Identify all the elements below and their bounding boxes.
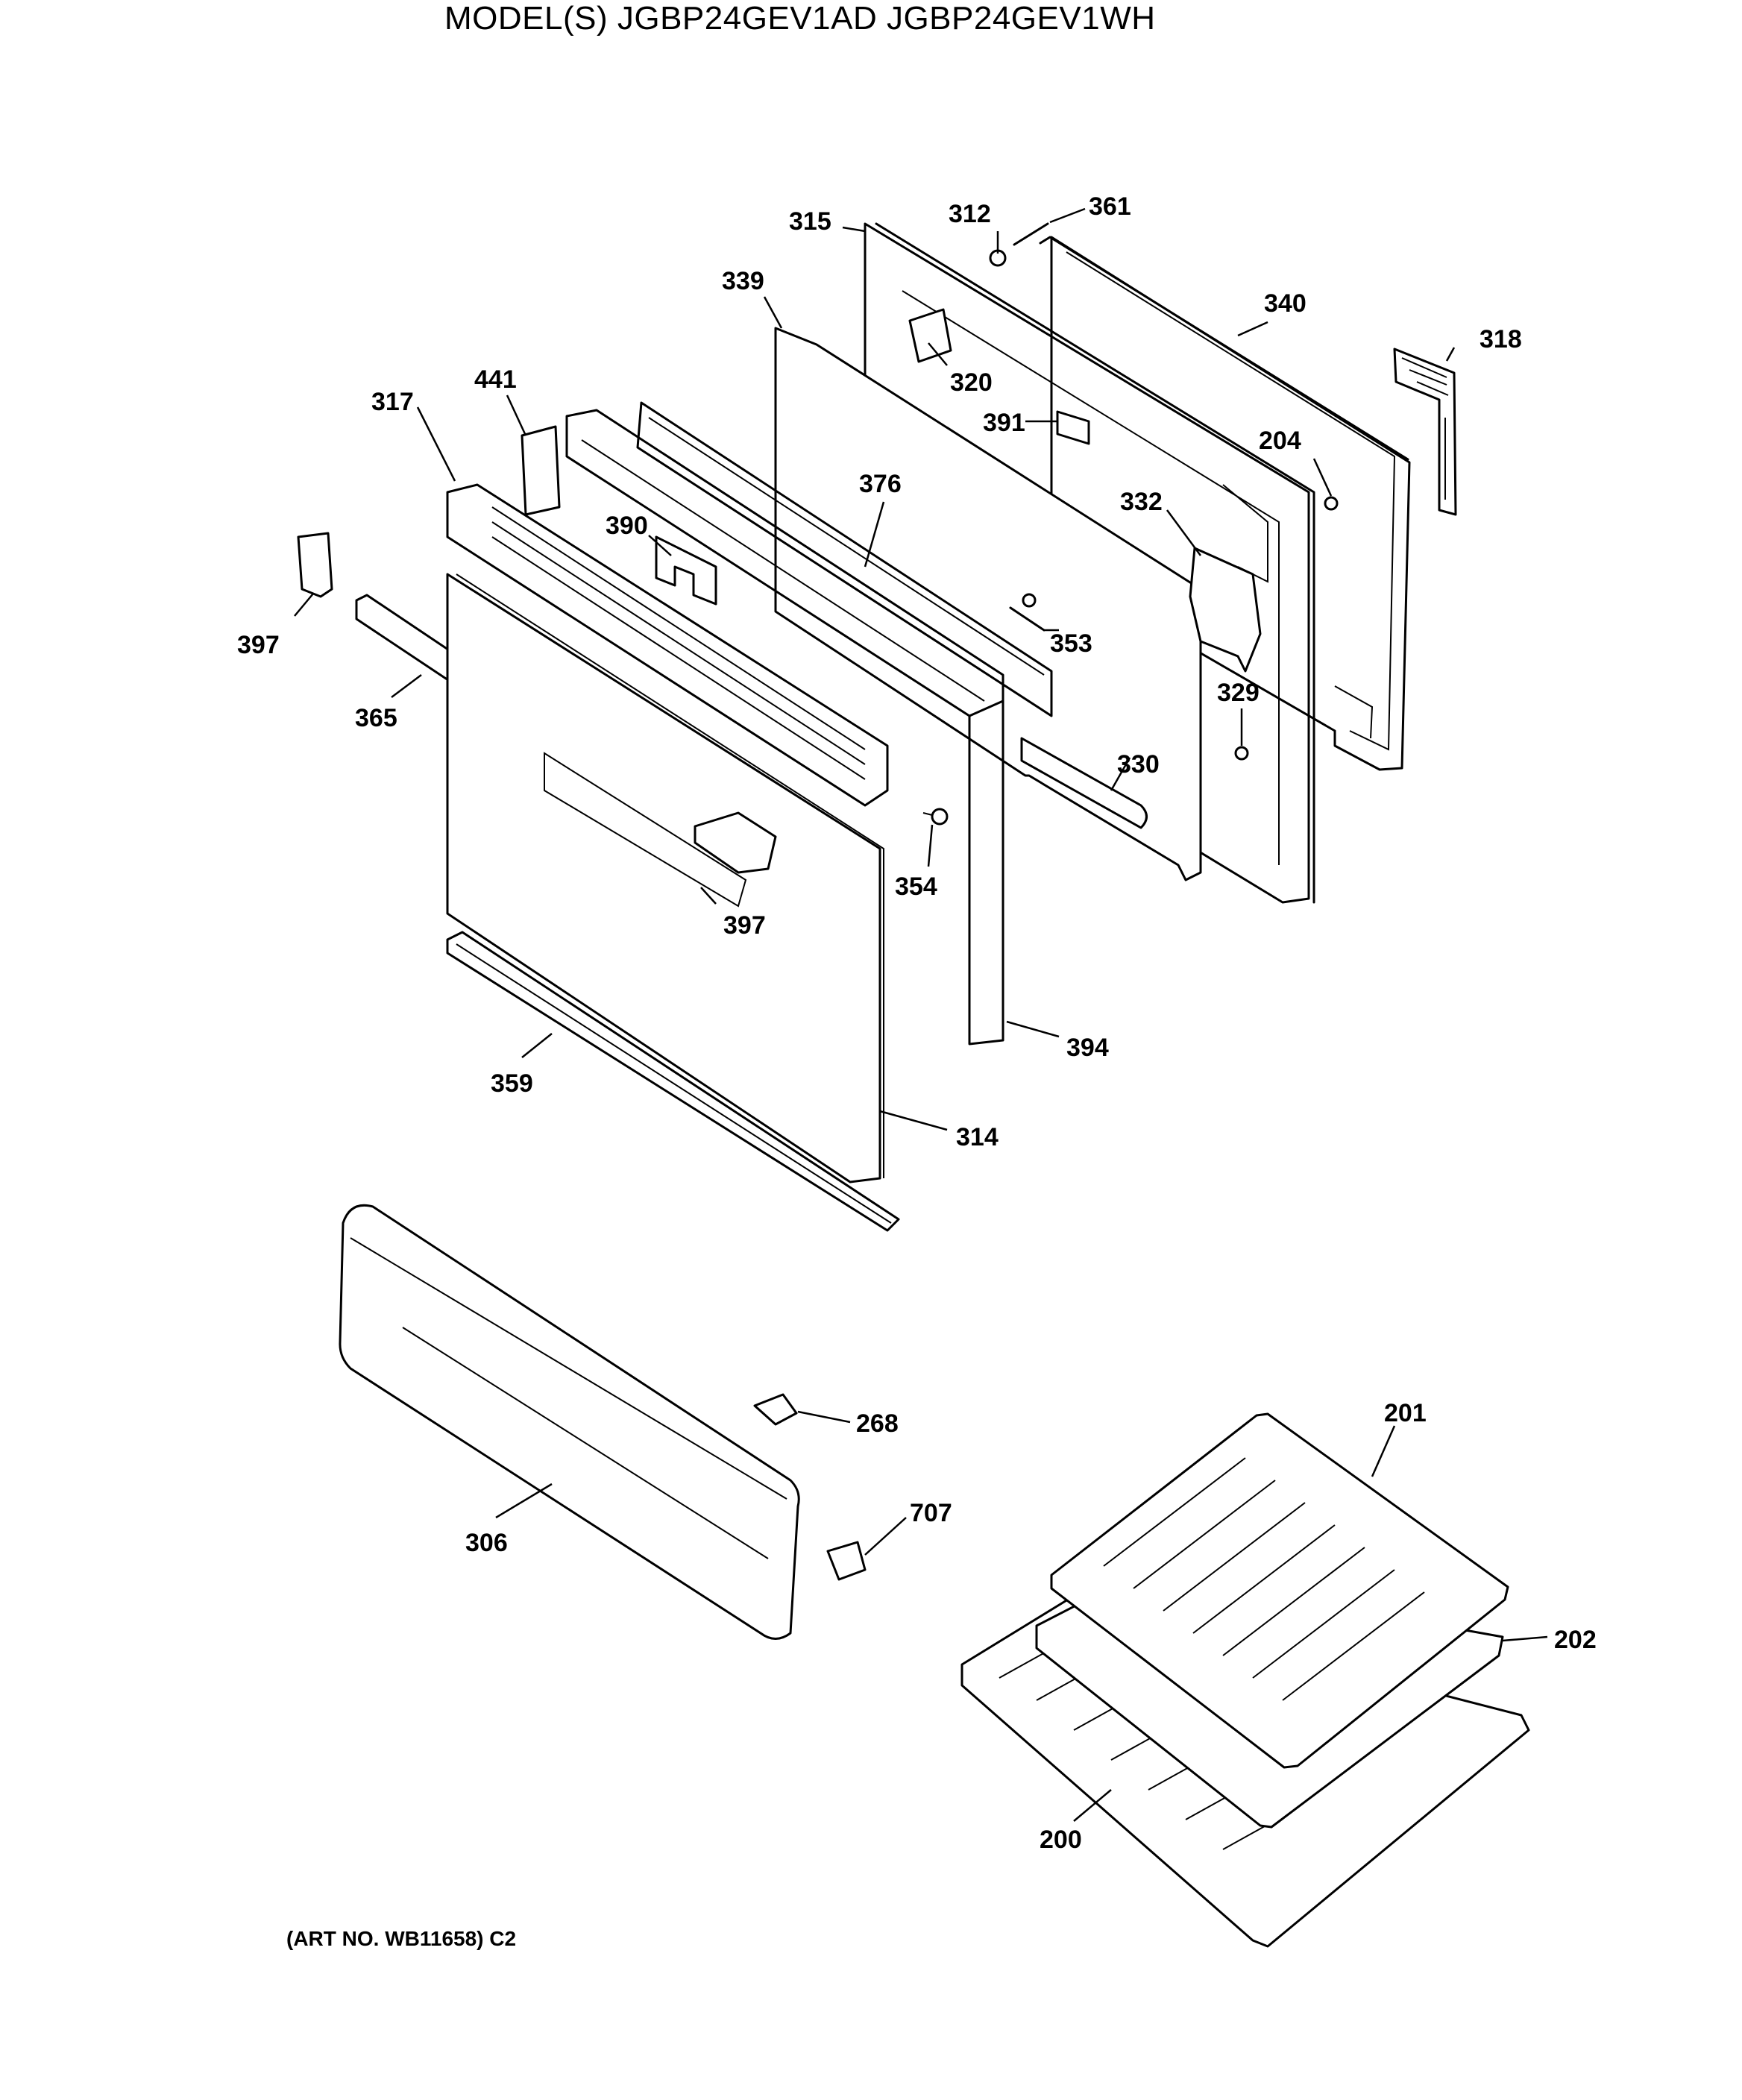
part-390-center-bracket[interactable]	[655, 535, 717, 606]
part-204-screw[interactable]	[1324, 496, 1339, 511]
part-268-clip[interactable]	[753, 1393, 798, 1426]
part-441-hinge-bracket[interactable]	[521, 425, 561, 516]
callout-200: 200	[1040, 1826, 1082, 1854]
callout-390: 390	[606, 512, 648, 540]
callout-318: 318	[1480, 325, 1522, 353]
callout-354: 354	[895, 873, 937, 901]
callout-441: 441	[474, 365, 517, 394]
part-330-gasket-strip[interactable]	[1020, 737, 1148, 829]
part-376-inner-panel[interactable]	[636, 401, 1053, 717]
part-318-side-vent[interactable]	[1393, 348, 1457, 516]
page-title: MODEL(S) JGBP24GEV1AD JGBP24GEV1WH	[444, 0, 1156, 37]
callout-317: 317	[371, 388, 414, 416]
callout-365: 365	[355, 704, 397, 732]
callout-361: 361	[1089, 192, 1131, 221]
part-394-door-frame[interactable]	[565, 409, 1004, 1046]
callout-391: 391	[983, 409, 1025, 437]
part-359-bottom-trim[interactable]	[446, 931, 900, 1232]
part-314-door-glass[interactable]	[446, 573, 884, 1183]
leader-lines	[294, 207, 1548, 1822]
part-354-screw[interactable]	[922, 808, 949, 826]
part-391-clip[interactable]	[1056, 410, 1090, 445]
callout-376: 376	[859, 470, 902, 498]
callout-339: 339	[722, 267, 764, 295]
part-397-hinge-left[interactable]	[297, 532, 333, 598]
part-306-drawer-front[interactable]	[339, 1204, 800, 1640]
part-329-screw[interactable]	[1234, 746, 1249, 761]
callout-204: 204	[1259, 427, 1301, 455]
callout-329: 329	[1217, 679, 1260, 707]
callout-340: 340	[1264, 289, 1306, 318]
callout-397-handle: 397	[723, 911, 766, 940]
callout-306: 306	[465, 1529, 508, 1557]
callout-201: 201	[1384, 1399, 1427, 1427]
part-339-insulation-panel[interactable]	[774, 327, 1202, 881]
callout-330: 330	[1117, 750, 1160, 779]
callout-202: 202	[1554, 1626, 1597, 1654]
art-number: (ART NO. WB11658) C2	[286, 1927, 517, 1950]
part-707-clip[interactable]	[826, 1541, 867, 1581]
callout-707: 707	[910, 1499, 952, 1527]
callout-394: 394	[1066, 1034, 1109, 1062]
callout-320: 320	[950, 368, 993, 397]
part-397-handle-cap[interactable]	[694, 811, 777, 874]
callout-314: 314	[956, 1123, 999, 1151]
callout-332: 332	[1120, 488, 1163, 516]
callout-268: 268	[856, 1409, 899, 1438]
part-201-broiler-grid[interactable]	[1050, 1412, 1509, 1769]
callout-359: 359	[491, 1069, 533, 1098]
callout-397-hinge: 397	[237, 631, 280, 659]
part-353-screw[interactable]	[1009, 593, 1045, 632]
callout-312: 312	[949, 200, 991, 228]
part-317-vent-trim[interactable]	[446, 483, 889, 807]
part-361-screw[interactable]	[1013, 222, 1049, 246]
callout-353: 353	[1050, 629, 1092, 658]
part-320-hinge-receiver[interactable]	[908, 308, 952, 363]
part-332-bracket[interactable]	[1189, 547, 1262, 673]
callout-315: 315	[789, 207, 831, 236]
